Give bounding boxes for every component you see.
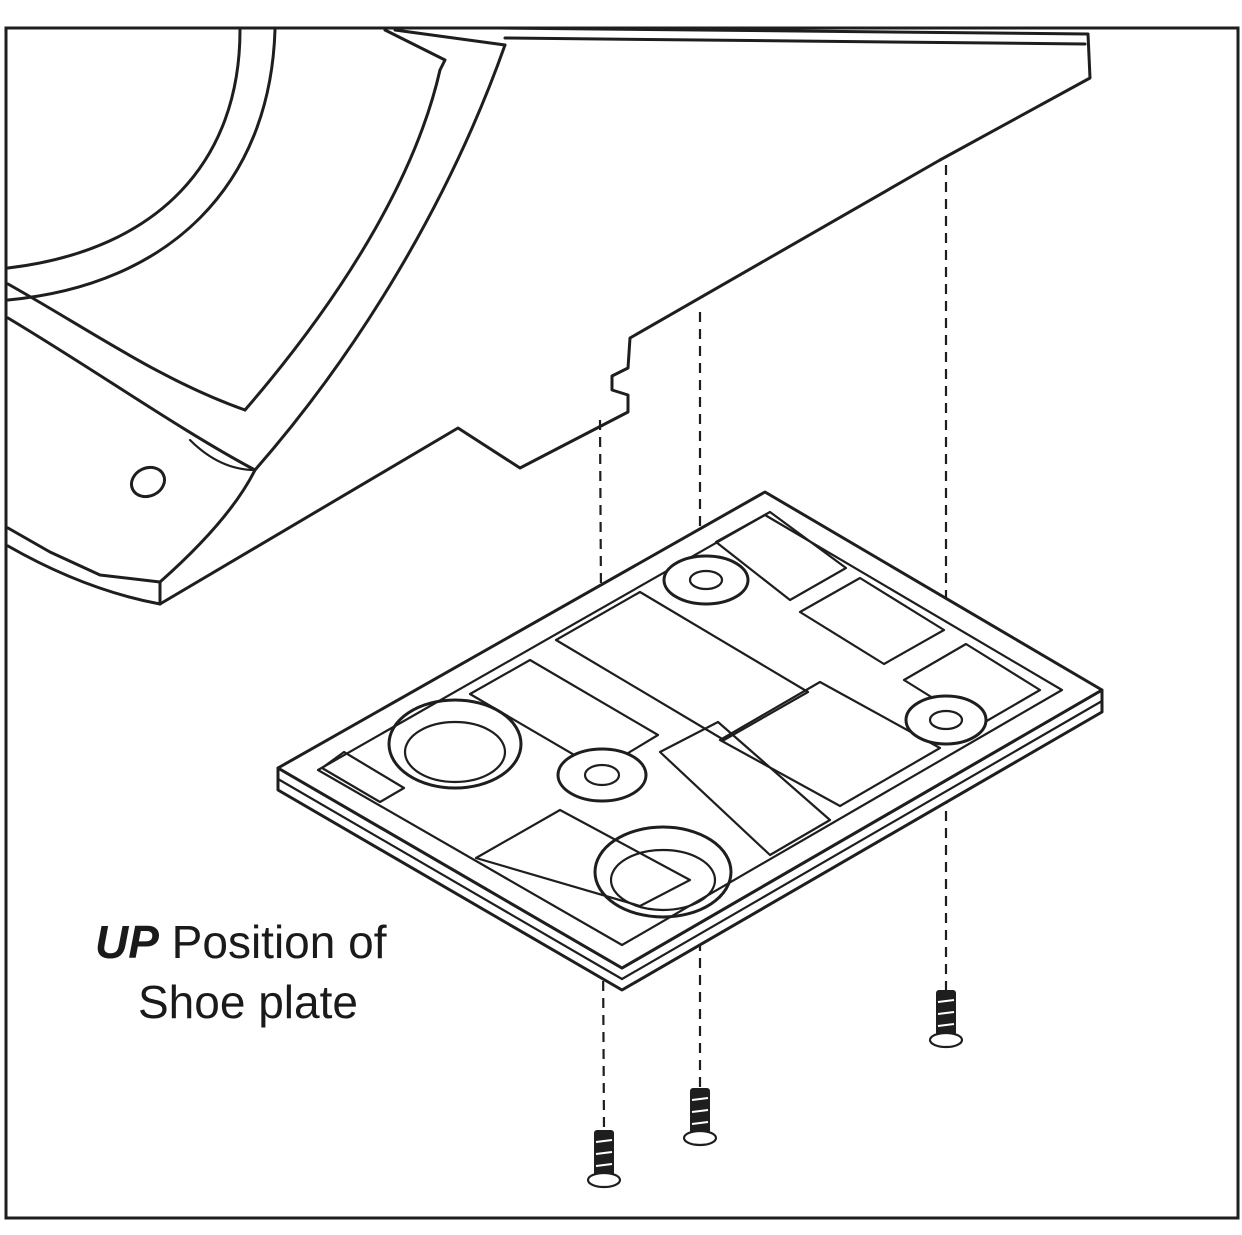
alignment-lines [598, 165, 948, 1131]
screw-icon [928, 990, 964, 1049]
shoe-plate [276, 490, 1104, 992]
caption-line-1: UP Position of [95, 916, 387, 968]
screw-icon [586, 1130, 622, 1189]
caption-line-1-rest: Position of [159, 916, 387, 968]
pocket [468, 658, 660, 772]
caption-line-2: Shoe plate [138, 976, 358, 1028]
screw-icon [682, 1088, 718, 1147]
caption-emphasis: UP [95, 916, 159, 968]
tool-base-body [6, 26, 1092, 606]
